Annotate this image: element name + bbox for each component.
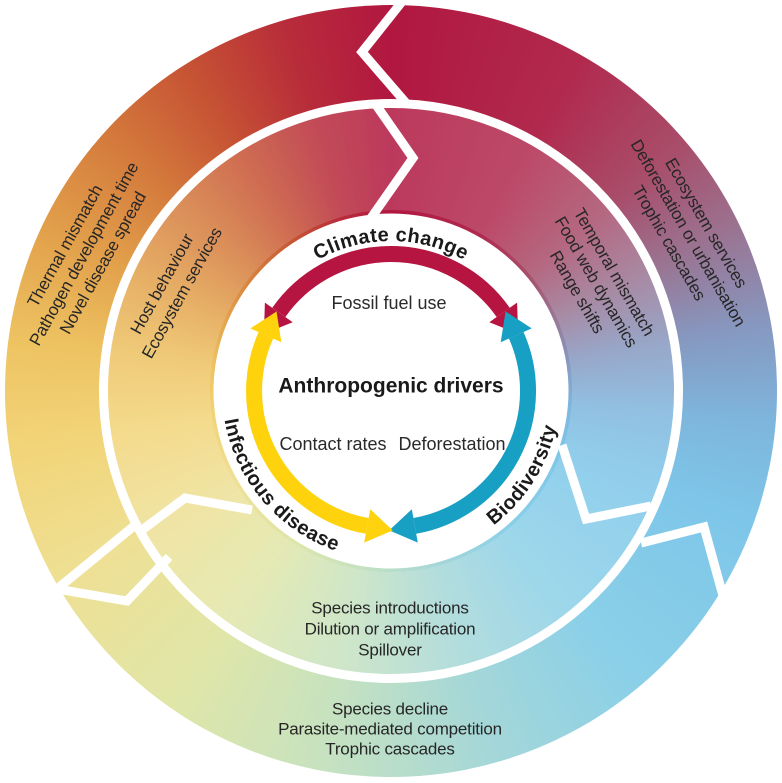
inner-circle bbox=[213, 213, 569, 569]
ring-break-top-middle-icon bbox=[367, 99, 419, 221]
contact-rates-label: Contact rates bbox=[279, 434, 386, 454]
biodiversity-arrowhead-top-icon bbox=[500, 311, 532, 343]
ring-break-right-outer-icon bbox=[639, 521, 730, 605]
outer-bottom-line-3: Trophic cascades bbox=[325, 740, 454, 759]
ring-break-top-outer-icon bbox=[356, 0, 410, 106]
climate-arrow bbox=[272, 246, 510, 318]
ring-separator bbox=[99, 99, 683, 683]
biodiversity-arrowhead-bottom-icon bbox=[389, 509, 418, 543]
fossil-fuel-use-label: Fossil fuel use bbox=[331, 293, 446, 313]
middle-bottom-line-2: Dilution or amplification bbox=[305, 620, 476, 639]
infectious-arrow bbox=[246, 332, 369, 534]
middle-bottom-line-1: Species introductions bbox=[311, 599, 468, 618]
deforestation-label: Deforestation bbox=[398, 434, 505, 454]
ring-break-left-outer-icon bbox=[46, 522, 173, 606]
biodiversity-arrow bbox=[413, 332, 537, 534]
middle-ring-wash bbox=[108, 108, 674, 674]
infectious-arrowhead-bottom-icon bbox=[364, 509, 393, 543]
outer-bottom-line-1: Species decline bbox=[332, 700, 448, 719]
middle-bottom-line-3: Spillover bbox=[358, 641, 422, 660]
ring-break-left-middle-icon bbox=[135, 493, 253, 537]
infectious-arrowhead-top-icon bbox=[250, 311, 282, 343]
outer-bottom-line-2: Parasite-mediated competition bbox=[278, 720, 502, 739]
ring-break-right-middle-icon bbox=[557, 443, 652, 525]
anthropogenic-drivers-title: Anthropogenic drivers bbox=[278, 375, 503, 398]
